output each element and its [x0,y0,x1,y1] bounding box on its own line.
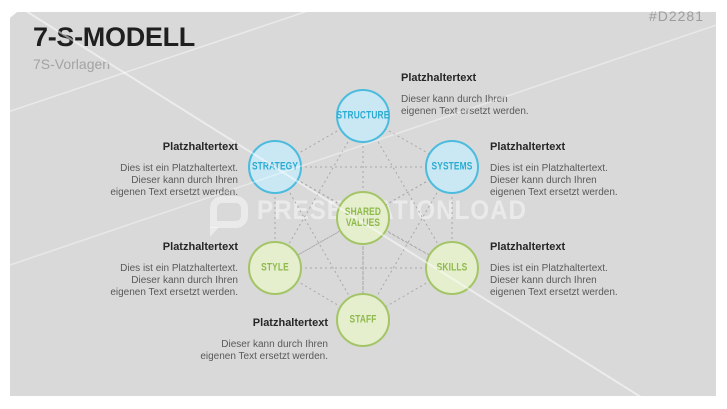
annotation-strategy: Platzhaltertext Dies ist ein Platzhalter… [86,141,238,199]
annotation-heading: Platzhaltertext [252,317,328,329]
node-label-skills: SKILLS [436,261,468,274]
annotation-heading: Platzhaltertext [162,241,238,253]
node-label-staff: STAFF [349,313,377,326]
template-id-badge: #D2281 [648,8,704,24]
page-title: 7-S-MODELL [33,22,195,52]
annotation-body: Dies ist ein Platzhaltertext. Dieser kan… [490,263,618,298]
annotation-body: Dieser kann durch Ihren eigenen Text ers… [200,339,328,362]
node-label-strategy: STRATEGY [251,160,299,173]
annotation-body: Dieser kann durch Ihren eigenen Text ers… [401,94,529,117]
annotation-staff: Platzhaltertext Dieser kann durch Ihren … [176,317,328,363]
annotation-heading: Platzhaltertext [401,72,477,84]
annotation-heading: Platzhaltertext [490,241,566,253]
annotation-structure: Platzhaltertext Dieser kann durch Ihren … [401,72,553,118]
annotation-style: Platzhaltertext Dies ist ein Platzhalter… [86,241,238,299]
node-label-shared-values: SHARED VALUES [344,206,382,229]
page-subtitle: 7S-Vorlagen [33,56,111,72]
annotation-skills: Platzhaltertext Dies ist ein Platzhalter… [490,241,642,299]
node-label-systems: SYSTEMS [431,160,473,173]
node-label-style: STYLE [261,261,289,274]
annotation-systems: Platzhaltertext Dies ist ein Platzhalter… [490,141,642,199]
annotation-body: Dies ist ein Platzhaltertext. Dieser kan… [110,163,238,198]
node-label-structure: STRUCTURE [336,109,390,122]
annotation-heading: Platzhaltertext [490,141,566,153]
annotation-body: Dies ist ein Platzhaltertext. Dieser kan… [110,263,238,298]
annotation-heading: Platzhaltertext [162,141,238,153]
annotation-body: Dies ist ein Platzhaltertext. Dieser kan… [490,163,618,198]
